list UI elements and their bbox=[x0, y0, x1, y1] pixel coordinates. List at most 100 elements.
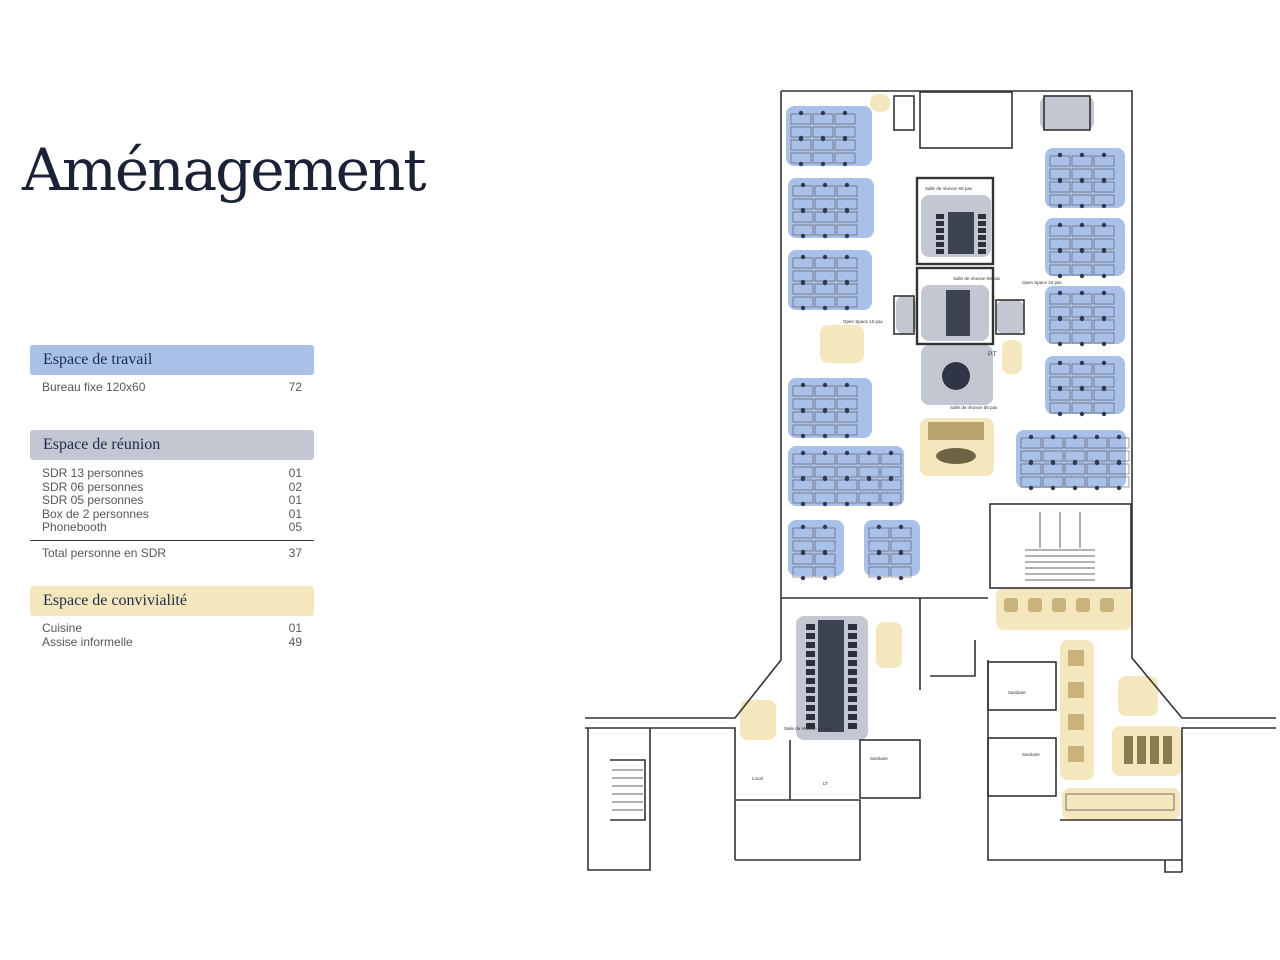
phonebooth-box-2 bbox=[995, 299, 1025, 335]
chair bbox=[898, 575, 904, 581]
chair bbox=[876, 524, 882, 530]
legend-meeting-heading: Espace de réunion bbox=[30, 430, 314, 460]
left-stair bbox=[587, 728, 651, 871]
workspace-zone bbox=[788, 378, 872, 438]
chair bbox=[978, 228, 986, 233]
legend-item-label: SDR 05 personnes bbox=[42, 493, 144, 508]
bistro-table bbox=[1068, 746, 1084, 762]
chair bbox=[800, 305, 806, 311]
chair bbox=[800, 550, 806, 556]
label-open-space-right: Open Space 22 pax bbox=[1022, 280, 1063, 285]
legend-item-label: Phonebooth bbox=[42, 520, 107, 535]
workspace-zone bbox=[788, 250, 872, 310]
chair bbox=[1101, 248, 1107, 254]
chair bbox=[822, 408, 828, 414]
chair bbox=[1057, 411, 1063, 417]
label-sdr-round: Salle de réunion 05 pax bbox=[950, 405, 998, 410]
chair bbox=[844, 382, 850, 388]
legend-item-value: 72 bbox=[288, 380, 302, 394]
bench bbox=[1124, 736, 1133, 764]
chair bbox=[806, 714, 815, 720]
chair bbox=[1079, 178, 1085, 184]
legend-item-value: 49 bbox=[288, 634, 302, 649]
phonebooth-box-4 bbox=[893, 95, 915, 131]
chair bbox=[1079, 273, 1085, 279]
chair bbox=[806, 651, 815, 657]
legend-item-value: 05 bbox=[288, 520, 302, 535]
chair bbox=[848, 714, 857, 720]
chair bbox=[866, 476, 872, 482]
chair bbox=[800, 476, 806, 482]
legend-item-label: SDR 06 personnes bbox=[42, 479, 144, 494]
workspace-zone bbox=[1016, 430, 1126, 488]
chair bbox=[1079, 341, 1085, 347]
stair-rungs bbox=[612, 769, 643, 811]
armchair bbox=[1076, 598, 1090, 612]
chair bbox=[1079, 152, 1085, 158]
sdr-mid-room bbox=[915, 266, 995, 346]
bench bbox=[1163, 736, 1172, 764]
phonebooth-box-1 bbox=[893, 295, 915, 335]
legend-workspace-heading: Espace de travail bbox=[30, 345, 314, 375]
lower-right-rooms bbox=[987, 660, 1182, 861]
chair bbox=[844, 433, 850, 439]
label-sdr-top: Salle de réunion 06 pax bbox=[925, 186, 973, 191]
chair bbox=[888, 450, 894, 456]
chair bbox=[806, 633, 815, 639]
chair bbox=[936, 249, 944, 254]
chair bbox=[1101, 411, 1107, 417]
chair bbox=[800, 408, 806, 414]
chair bbox=[844, 182, 850, 188]
chair bbox=[848, 678, 857, 684]
page-title: Aménagement bbox=[22, 136, 427, 204]
workspace-zone bbox=[1045, 218, 1125, 276]
corridor-wall bbox=[781, 597, 988, 690]
chair bbox=[844, 408, 850, 414]
legend-item-value: 01 bbox=[288, 506, 302, 521]
chair bbox=[1057, 273, 1063, 279]
legend-item: SDR 06 personnes 02 bbox=[30, 479, 314, 495]
chair bbox=[1101, 360, 1107, 366]
convivial-zone bbox=[1062, 788, 1180, 820]
bistro-table bbox=[1068, 650, 1084, 666]
legend-convivial: Espace de convivialité Cuisine 01 Assise… bbox=[30, 586, 314, 649]
divider bbox=[30, 539, 314, 541]
chair bbox=[848, 660, 857, 666]
chair bbox=[866, 450, 872, 456]
chair bbox=[844, 254, 850, 260]
chair bbox=[1079, 386, 1085, 392]
chair bbox=[978, 235, 986, 240]
chair bbox=[806, 624, 815, 630]
workspace-zone bbox=[1045, 286, 1125, 344]
chair bbox=[844, 208, 850, 214]
chair bbox=[822, 433, 828, 439]
phonebooth-box-3 bbox=[1043, 95, 1091, 131]
chair bbox=[800, 382, 806, 388]
chair bbox=[1057, 152, 1063, 158]
chair bbox=[876, 550, 882, 556]
sanitaire-r1-room bbox=[987, 661, 1057, 711]
chair bbox=[1050, 434, 1056, 440]
legend-total-value: 37 bbox=[288, 545, 302, 560]
chair bbox=[1057, 316, 1063, 322]
chair bbox=[876, 575, 882, 581]
chair bbox=[1079, 360, 1085, 366]
legend-item: SDR 13 personnes 01 bbox=[30, 466, 314, 481]
coffee-table bbox=[936, 448, 976, 464]
lower-left-rooms bbox=[735, 740, 861, 861]
convivial-zone bbox=[870, 94, 890, 112]
chair bbox=[822, 233, 828, 239]
chair bbox=[1057, 341, 1063, 347]
meeting-table bbox=[818, 620, 844, 732]
label-sanitaire-1: Sanitaire bbox=[870, 756, 888, 761]
meeting-zone bbox=[896, 296, 916, 334]
chair bbox=[1057, 386, 1063, 392]
stair-block bbox=[989, 503, 1132, 589]
legend-meeting: Espace de réunion SDR 13 personnes 01 SD… bbox=[30, 430, 314, 561]
chair bbox=[1057, 178, 1063, 184]
chair bbox=[800, 182, 806, 188]
chair bbox=[1079, 316, 1085, 322]
chair bbox=[1101, 316, 1107, 322]
chair bbox=[898, 524, 904, 530]
chair bbox=[1028, 434, 1034, 440]
